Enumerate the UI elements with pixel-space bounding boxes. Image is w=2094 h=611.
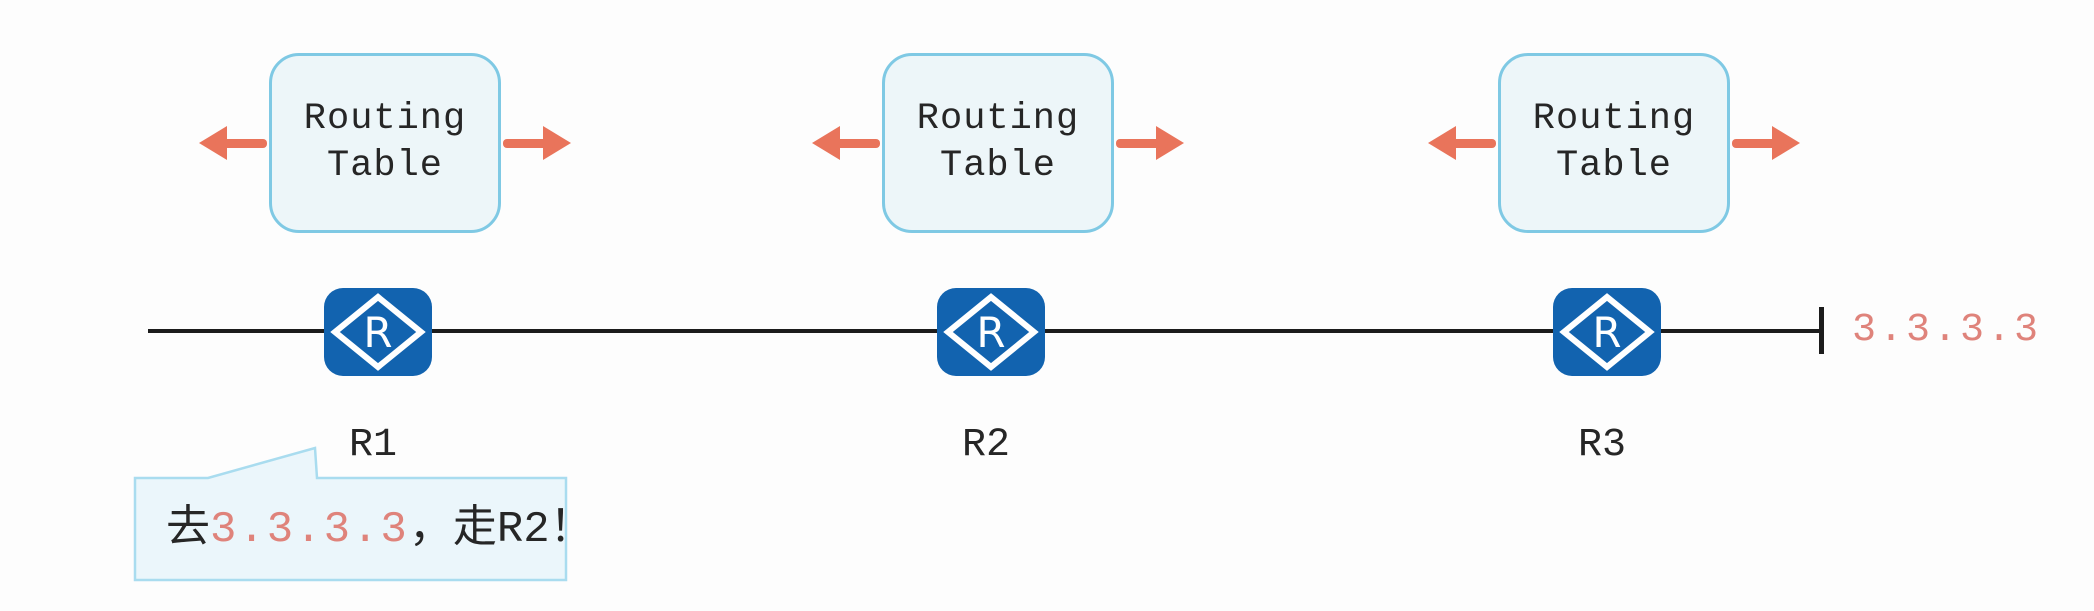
arrow-left-icon xyxy=(1428,126,1496,160)
arrow-left-icon xyxy=(199,126,267,160)
arrow-right-icon xyxy=(1732,126,1800,160)
router-icon-body xyxy=(1553,288,1661,376)
router-icon-diamond xyxy=(943,293,1039,371)
router-icon-glyph: R xyxy=(1592,308,1621,357)
router-icon-diamond xyxy=(330,293,426,371)
routing-table-label-line2: Table xyxy=(939,145,1057,187)
link-end-tick xyxy=(1819,307,1824,354)
bubble-text-suffix: ，走R2！ xyxy=(408,505,594,555)
destination-ip-label: 3.3.3.3 xyxy=(1852,308,2042,353)
router-icon-glyph: R xyxy=(976,308,1005,357)
arrow-shaft xyxy=(828,139,880,148)
routing-table-label-line2: Table xyxy=(1555,145,1673,187)
routing-table-label-line2: Table xyxy=(326,145,444,187)
router-icon-diamond xyxy=(1559,293,1655,371)
router-group-r1: Routing Table R R1 xyxy=(185,40,585,480)
router-icon-body xyxy=(324,288,432,376)
routing-table-box: Routing Table xyxy=(269,53,501,233)
routing-table-box: Routing Table xyxy=(882,53,1114,233)
speech-bubble-text: 去3.3.3.3，走R2！ xyxy=(166,480,594,580)
router-label-r3: R3 xyxy=(1577,423,1626,468)
router-group-r3: Routing Table R R3 xyxy=(1414,40,1814,480)
speech-bubble-shape xyxy=(133,446,568,582)
bubble-text-prefix: 去 xyxy=(166,505,210,555)
routing-table-label-line1: Routing xyxy=(1532,98,1696,140)
router-label-r2: R2 xyxy=(961,423,1010,468)
router-icon-glyph: R xyxy=(363,308,392,357)
arrow-right-icon xyxy=(503,126,571,160)
router-icon: R xyxy=(937,288,1045,376)
speech-bubble: 去3.3.3.3，走R2！ xyxy=(133,444,594,584)
arrow-right-icon xyxy=(1116,126,1184,160)
arrow-left-icon xyxy=(812,126,880,160)
arrow-shaft xyxy=(1732,139,1784,148)
bubble-text-ip: 3.3.3.3 xyxy=(210,505,409,555)
router-label-r1: R1 xyxy=(348,423,397,468)
routing-table-box: Routing Table xyxy=(1498,53,1730,233)
arrow-shaft xyxy=(215,139,267,148)
arrow-shaft xyxy=(1116,139,1168,148)
routing-table-label-line1: Routing xyxy=(303,98,467,140)
speech-bubble-outline xyxy=(133,446,568,582)
router-icon-body xyxy=(937,288,1045,376)
router-group-r2: Routing Table R R2 xyxy=(798,40,1198,480)
arrow-shaft xyxy=(503,139,555,148)
routing-table-label-line1: Routing xyxy=(916,98,1080,140)
router-icon: R xyxy=(1553,288,1661,376)
arrow-shaft xyxy=(1444,139,1496,148)
router-icon: R xyxy=(324,288,432,376)
